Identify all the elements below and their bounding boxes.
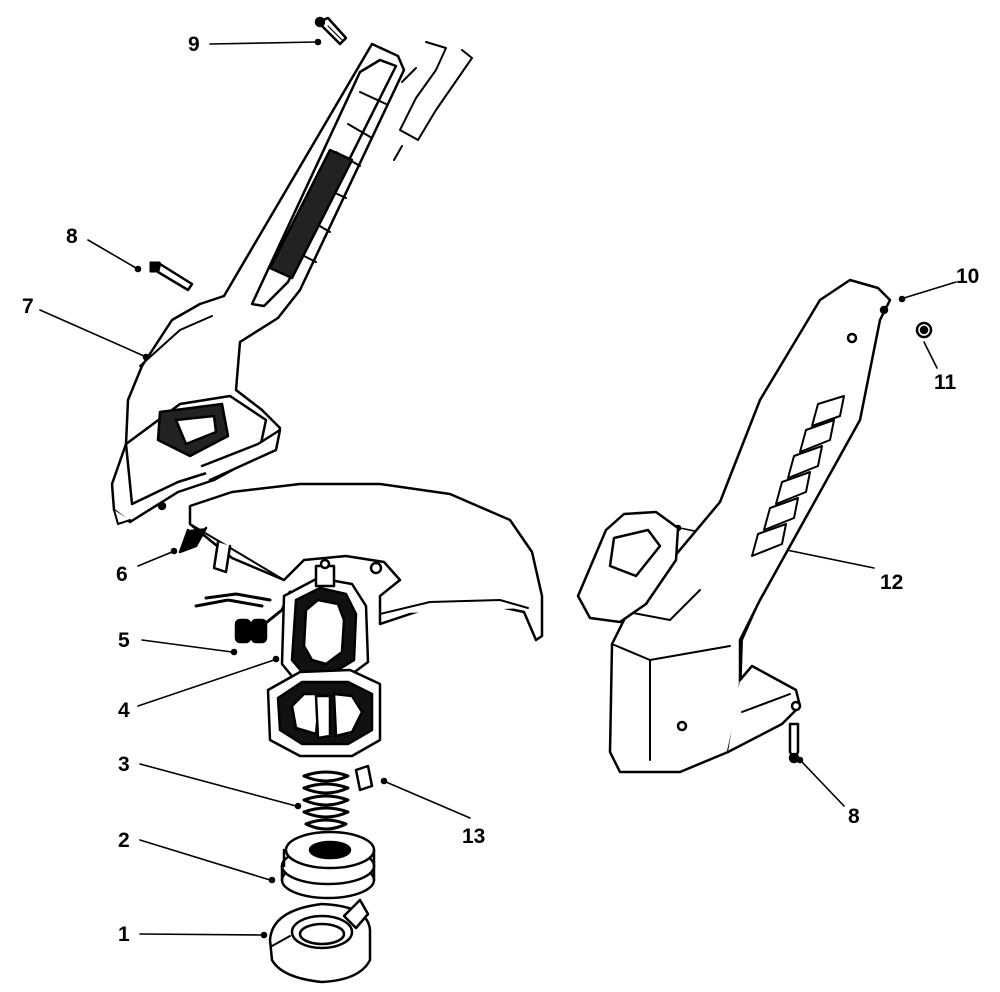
screw-8-right <box>788 700 802 764</box>
callout-label: 2 <box>118 829 130 852</box>
callout-label: 9 <box>188 33 200 56</box>
callout-label: 13 <box>462 825 486 848</box>
spool-catch <box>354 764 374 792</box>
line-spool <box>280 830 376 900</box>
callout-label: 8 <box>66 225 78 248</box>
switch-trigger <box>576 510 680 624</box>
callout-label: 4 <box>118 699 130 722</box>
callout-label: 12 <box>880 571 904 594</box>
handle-grip-ribs <box>751 395 845 557</box>
callout-label: 7 <box>22 295 34 318</box>
callout-label: 6 <box>116 563 128 586</box>
left-housing <box>110 42 406 525</box>
callout-label: 5 <box>118 629 130 652</box>
callout-label: 8 <box>848 805 860 828</box>
spool-retainer-cap <box>268 898 372 984</box>
screw-8-left <box>149 261 194 292</box>
spring <box>302 770 350 831</box>
callout-label: 10 <box>956 265 980 288</box>
nut-11 <box>915 321 933 339</box>
right-housing <box>608 278 892 774</box>
callout-label: 3 <box>118 753 130 776</box>
callout-label: 11 <box>934 371 957 394</box>
shield <box>157 482 544 642</box>
drive-shaft-segment <box>393 41 473 161</box>
motor <box>194 558 382 758</box>
callout-label: 1 <box>118 923 130 946</box>
screw-9 <box>314 16 348 46</box>
